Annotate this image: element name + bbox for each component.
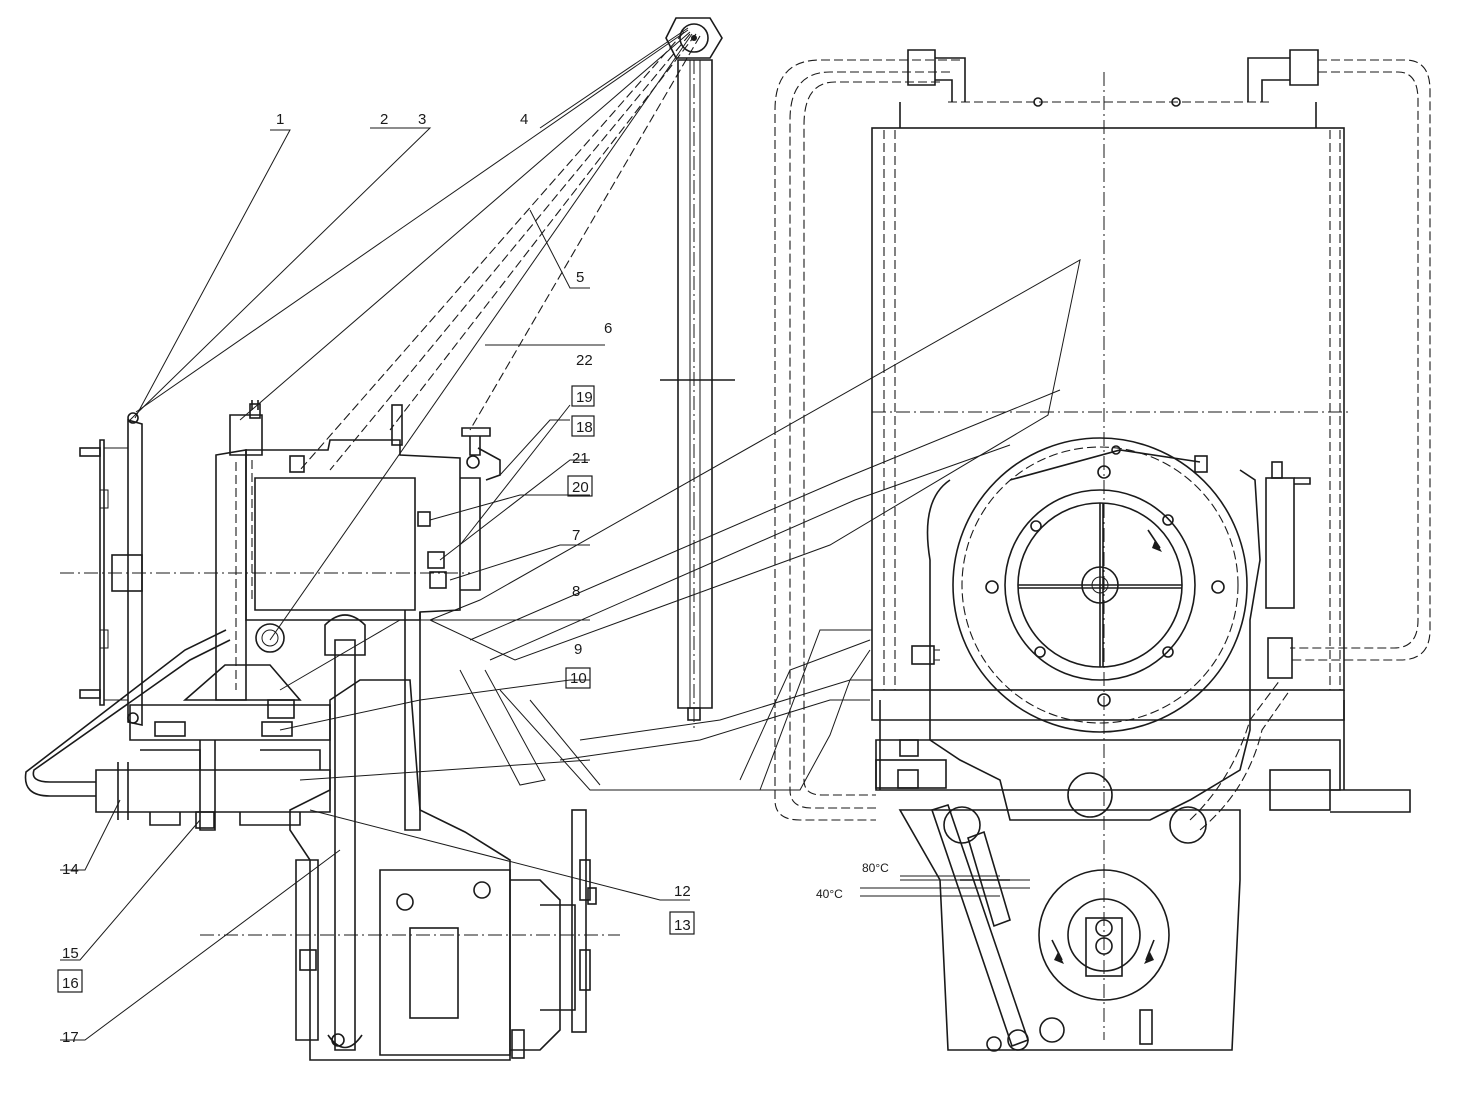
label-5: 5 — [576, 269, 584, 286]
label-20: 20 — [572, 479, 589, 496]
leader-lines — [60, 27, 1081, 1041]
label-19-box — [571, 385, 595, 407]
label-6: 6 — [604, 320, 612, 337]
center-column — [660, 17, 735, 730]
label-18-box — [571, 415, 595, 437]
temperature-marks: 80°C 40°C — [816, 861, 1000, 901]
temp-high-label: 80°C — [862, 861, 889, 875]
label-2: 2 — [380, 111, 388, 128]
label-12: 12 — [674, 883, 691, 900]
label-20-box — [567, 475, 593, 497]
label-10-box — [565, 667, 591, 689]
label-16: 16 — [62, 975, 79, 992]
label-22: 22 — [576, 352, 593, 369]
label-3: 3 — [418, 111, 426, 128]
label-10: 10 — [570, 670, 587, 687]
label-1: 1 — [276, 111, 284, 128]
label-17: 17 — [62, 1029, 79, 1046]
left-assembly — [24, 400, 620, 1061]
label-19: 19 — [576, 389, 593, 406]
label-7: 7 — [572, 527, 580, 544]
label-8: 8 — [572, 583, 580, 600]
label-13-box — [669, 911, 695, 935]
label-14: 14 — [62, 861, 79, 878]
label-18: 18 — [576, 419, 593, 436]
label-4: 4 — [520, 111, 528, 128]
right-assembly — [774, 49, 1431, 1052]
label-21: 21 — [572, 450, 589, 467]
label-16-box — [57, 969, 83, 993]
temp-low-label: 40°C — [816, 887, 843, 901]
label-13: 13 — [674, 917, 691, 934]
label-9: 9 — [574, 641, 582, 658]
label-15: 15 — [62, 945, 79, 962]
part-labels: 1 2 3 4 5 6 22 19 18 21 20 7 8 9 10 12 1… — [57, 111, 695, 1046]
